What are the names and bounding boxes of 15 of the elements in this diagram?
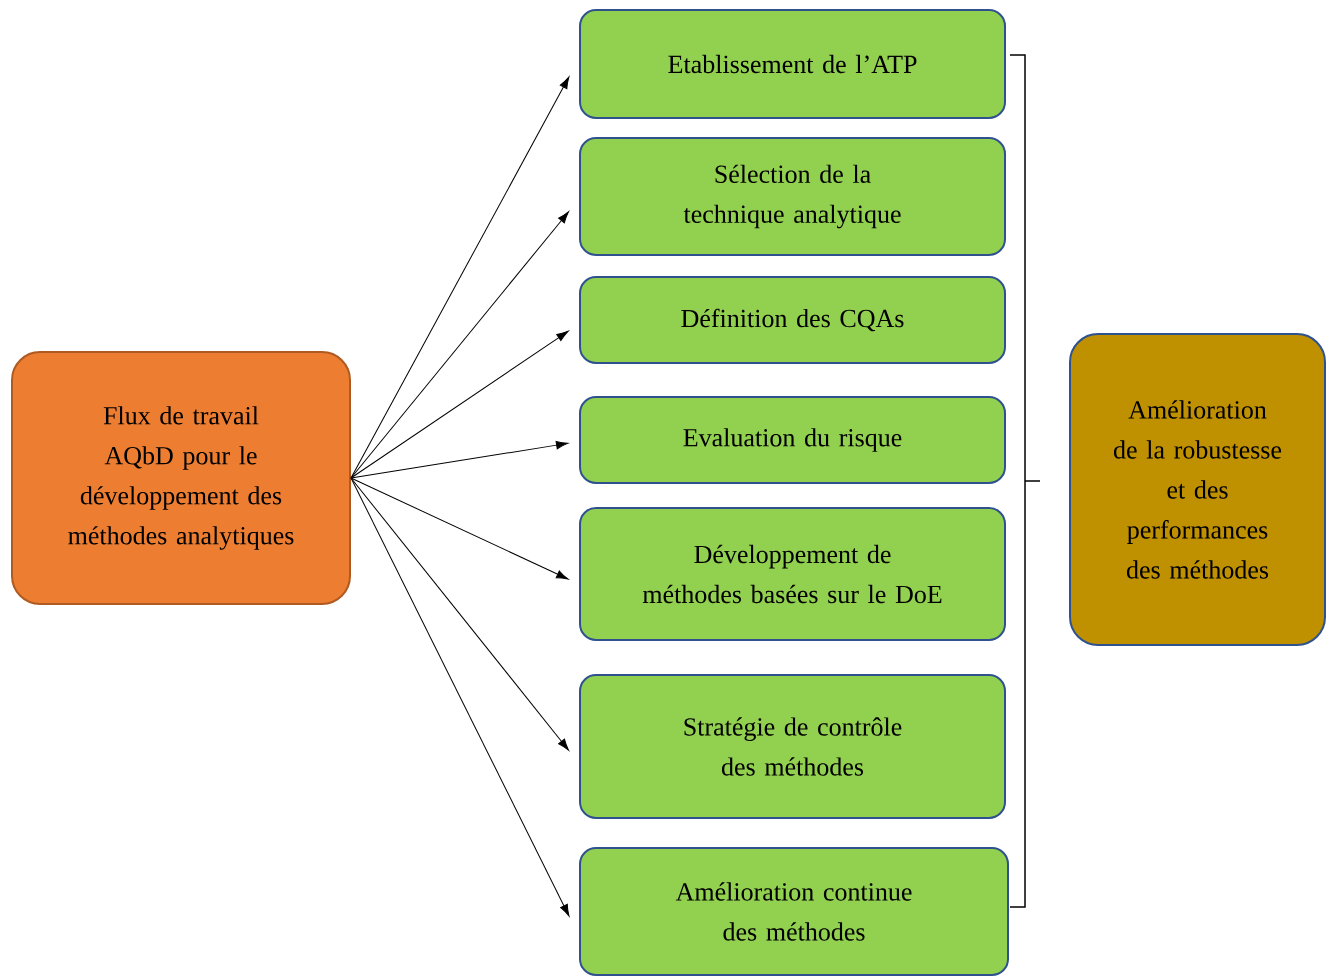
process-box: Sélection de la technique analytique bbox=[579, 137, 1006, 256]
process-box: Stratégie de contrôle des méthodes bbox=[579, 674, 1006, 819]
arrow bbox=[350, 441, 569, 479]
process-box: Développement de méthodes basées sur le DoE bbox=[579, 507, 1006, 641]
process-box: Evaluation du risque bbox=[579, 396, 1006, 484]
process-box: Flux de travail AQbD pour le développement des méthodes analytiques bbox=[11, 351, 351, 605]
arrow bbox=[350, 477, 570, 917]
arrow bbox=[350, 330, 569, 479]
process-box: Amélioration continue des méthodes bbox=[579, 847, 1009, 976]
process-box: Définition des CQAs bbox=[579, 276, 1006, 364]
arrow bbox=[350, 477, 569, 580]
arrow bbox=[350, 477, 569, 751]
arrow bbox=[350, 211, 569, 479]
process-box: Amélioration de la robustesse et des performances des méthodes bbox=[1069, 333, 1326, 646]
process-box: Etablissement de l’ATP bbox=[579, 9, 1006, 119]
